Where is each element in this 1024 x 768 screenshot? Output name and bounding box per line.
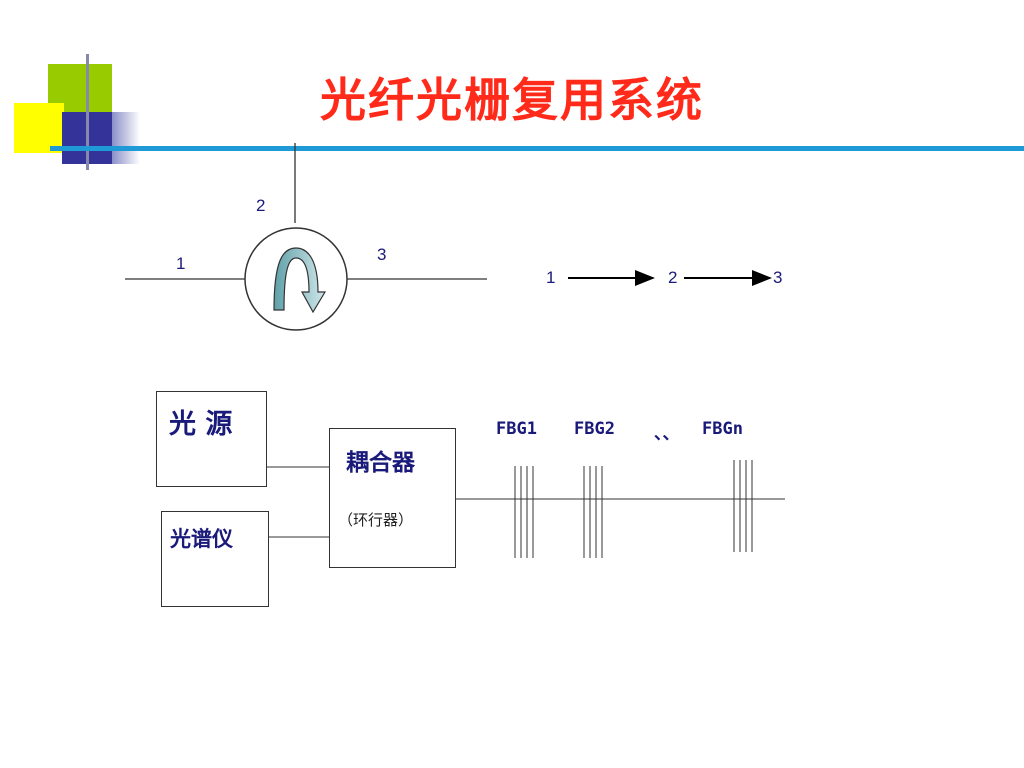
flow-label-2: 2 <box>668 268 678 287</box>
circulator-circle <box>244 227 348 331</box>
spectrometer-label: 光谱仪 <box>170 527 233 551</box>
deco-square-fade <box>112 112 140 164</box>
flow-label-1: 1 <box>546 268 556 287</box>
port-label-1: 1 <box>176 254 186 273</box>
deco-square-navy <box>62 112 116 164</box>
port-label-2: 2 <box>256 196 266 215</box>
coupler-label: 耦合器 <box>346 450 415 476</box>
fbg1-label: FBG1 <box>496 419 537 439</box>
fbgn-label: FBGn <box>702 419 743 439</box>
fbgn-grating-lines <box>733 460 753 552</box>
fbg1-grating-lines <box>514 466 534 558</box>
deco-square-yellow <box>14 103 64 153</box>
port-label-3: 3 <box>377 245 387 264</box>
page-title: 光纤光栅复用系统 <box>320 73 704 127</box>
fbg-separator: 、、 <box>654 424 680 444</box>
fbg2-grating-lines <box>583 466 603 558</box>
deco-vertical-line <box>86 54 89 170</box>
flow-label-3: 3 <box>773 268 783 287</box>
header-accent-bar <box>50 146 1024 151</box>
circulator-arrow-icon <box>273 247 327 314</box>
coupler-note: （环行器） <box>338 511 414 529</box>
spectrometer-box: 光谱仪 <box>161 511 269 607</box>
light-source-box: 光 源 <box>156 391 267 487</box>
fbg2-label: FBG2 <box>574 419 615 439</box>
light-source-label: 光 源 <box>169 409 233 440</box>
coupler-box: 耦合器 （环行器） <box>329 428 456 568</box>
